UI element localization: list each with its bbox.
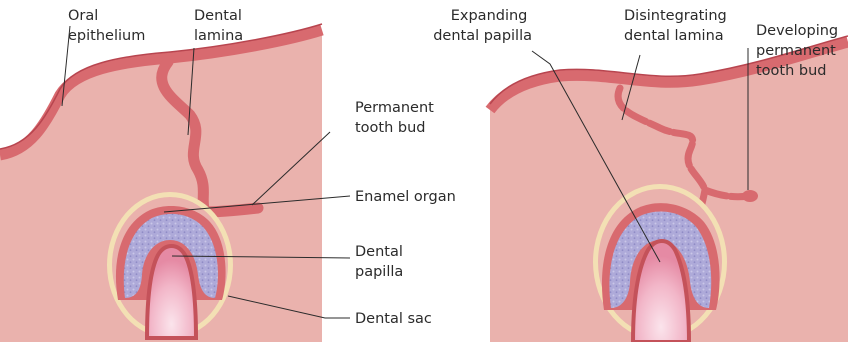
right-panel — [490, 36, 848, 342]
developing-permanent-tooth-bud — [742, 190, 758, 202]
label-enamel-organ: Enamel organ — [355, 189, 456, 205]
left-panel — [0, 24, 322, 342]
label-oral-epithelium: Oral epithelium — [68, 8, 145, 44]
label-permanent-tooth-bud: Permanent tooth bud — [355, 100, 438, 136]
label-expanding-dental-papilla: Expanding dental papilla — [433, 8, 532, 44]
dental-papilla — [147, 246, 196, 338]
label-dental-sac: Dental sac — [355, 311, 432, 327]
label-dental-lamina: Dental lamina — [194, 8, 247, 44]
label-dental-papilla: Dental papilla — [355, 244, 408, 280]
label-disintegrating-dental-lamina: Disintegrating dental lamina — [624, 8, 731, 44]
